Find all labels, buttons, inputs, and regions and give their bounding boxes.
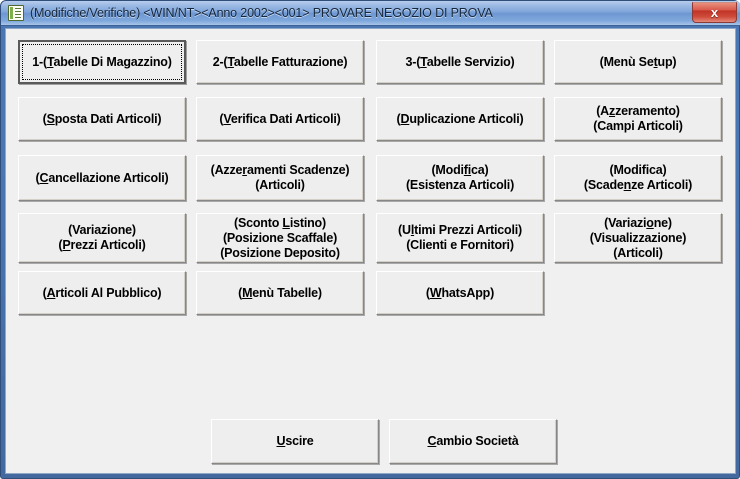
button-variazione-prezzi-articoli[interactable]: (Variazione) (Prezzi Articoli) [18, 213, 186, 263]
button-uscire[interactable]: Uscire [211, 419, 379, 464]
button-label: 1-(Tabelle Di Magazzino) [32, 54, 172, 69]
button-label: (Sconto Listino) (Posizione Scaffale) (P… [220, 215, 340, 260]
button-label: (Menù Tabelle) [238, 285, 322, 300]
button-azzeramento-campi-articoli[interactable]: (Azzeramento) (Campi Articoli) [554, 97, 722, 141]
button-label: (WhatsApp) [425, 285, 495, 300]
button-label: (Ultimi Prezzi Articoli) (Clienti e Forn… [398, 223, 522, 252]
button-verifica-dati-articoli[interactable]: (Verifica Dati Articoli) [196, 97, 364, 141]
button-sposta-dati-articoli[interactable]: (Sposta Dati Articoli) [18, 97, 186, 141]
button-duplicazione-articoli[interactable]: (Duplicazione Articoli) [376, 97, 544, 141]
button-label: Cambio Società [427, 434, 519, 448]
button-menu-tabelle[interactable]: (Menù Tabelle) [196, 271, 364, 315]
button-ultimi-prezzi-articoli[interactable]: (Ultimi Prezzi Articoli) (Clienti e Forn… [376, 213, 544, 263]
button-sconto-listino-posizione[interactable]: (Sconto Listino) (Posizione Scaffale) (P… [196, 213, 364, 263]
button-label: (Variazione) (Prezzi Articoli) [58, 223, 146, 252]
button-label: (Modifica) (Scadenze Articoli) [583, 163, 693, 192]
button-label: 2-(Tabelle Fatturazione) [212, 54, 348, 69]
button-label: (Duplicazione Articoli) [396, 111, 524, 126]
close-icon[interactable]: x [692, 2, 737, 23]
button-label: 3-(Tabelle Servizio) [405, 54, 515, 69]
window-title: (Modifiche/Verifiche) <WIN/NT><Anno 2002… [30, 6, 493, 20]
button-label: Uscire [276, 434, 314, 448]
button-tabelle-di-magazzino[interactable]: 1-(Tabelle Di Magazzino) [18, 40, 186, 84]
button-variazione-visualizzazione-articoli[interactable]: (Variazione) (Visualizzazione) (Articoli… [554, 213, 722, 263]
button-label: (Variazione) (Visualizzazione) (Articoli… [589, 215, 687, 260]
button-label: (Azzeramento) (Campi Articoli) [593, 104, 683, 133]
button-articoli-al-pubblico[interactable]: (Articoli Al Pubblico) [18, 271, 186, 315]
button-tabelle-fatturazione[interactable]: 2-(Tabelle Fatturazione) [196, 40, 364, 84]
button-cancellazione-articoli[interactable]: (Cancellazione Articoli) [18, 155, 186, 201]
button-label: (Cancellazione Articoli) [35, 170, 169, 185]
button-label: (Verifica Dati Articoli) [219, 111, 341, 126]
button-label: (Sposta Dati Articoli) [42, 111, 162, 126]
title-bar: (Modifiche/Verifiche) <WIN/NT><Anno 2002… [1, 1, 740, 26]
document-list-icon [8, 5, 24, 21]
button-modifica-esistenza-articoli[interactable]: (Modifica) (Esistenza Articoli) [376, 155, 544, 201]
button-tabelle-servizio[interactable]: 3-(Tabelle Servizio) [376, 40, 544, 84]
button-whatsapp[interactable]: (WhatsApp) [376, 271, 544, 315]
button-label: (Modifica) (Esistenza Articoli) [405, 163, 515, 192]
button-label: (Menù Setup) [599, 54, 677, 69]
button-menu-setup[interactable]: (Menù Setup) [554, 40, 722, 84]
button-cambio-societa[interactable]: Cambio Società [389, 419, 557, 464]
button-azzeramenti-scadenze-articoli[interactable]: (Azzeramenti Scadenze) (Articoli) [196, 155, 364, 201]
button-label: (Azzeramenti Scadenze) (Articoli) [210, 163, 350, 192]
button-label: (Articoli Al Pubblico) [42, 285, 162, 300]
client-area: 1-(Tabelle Di Magazzino) 2-(Tabelle Fattu… [5, 28, 736, 474]
button-modifica-scadenze-articoli[interactable]: (Modifica) (Scadenze Articoli) [554, 155, 722, 201]
